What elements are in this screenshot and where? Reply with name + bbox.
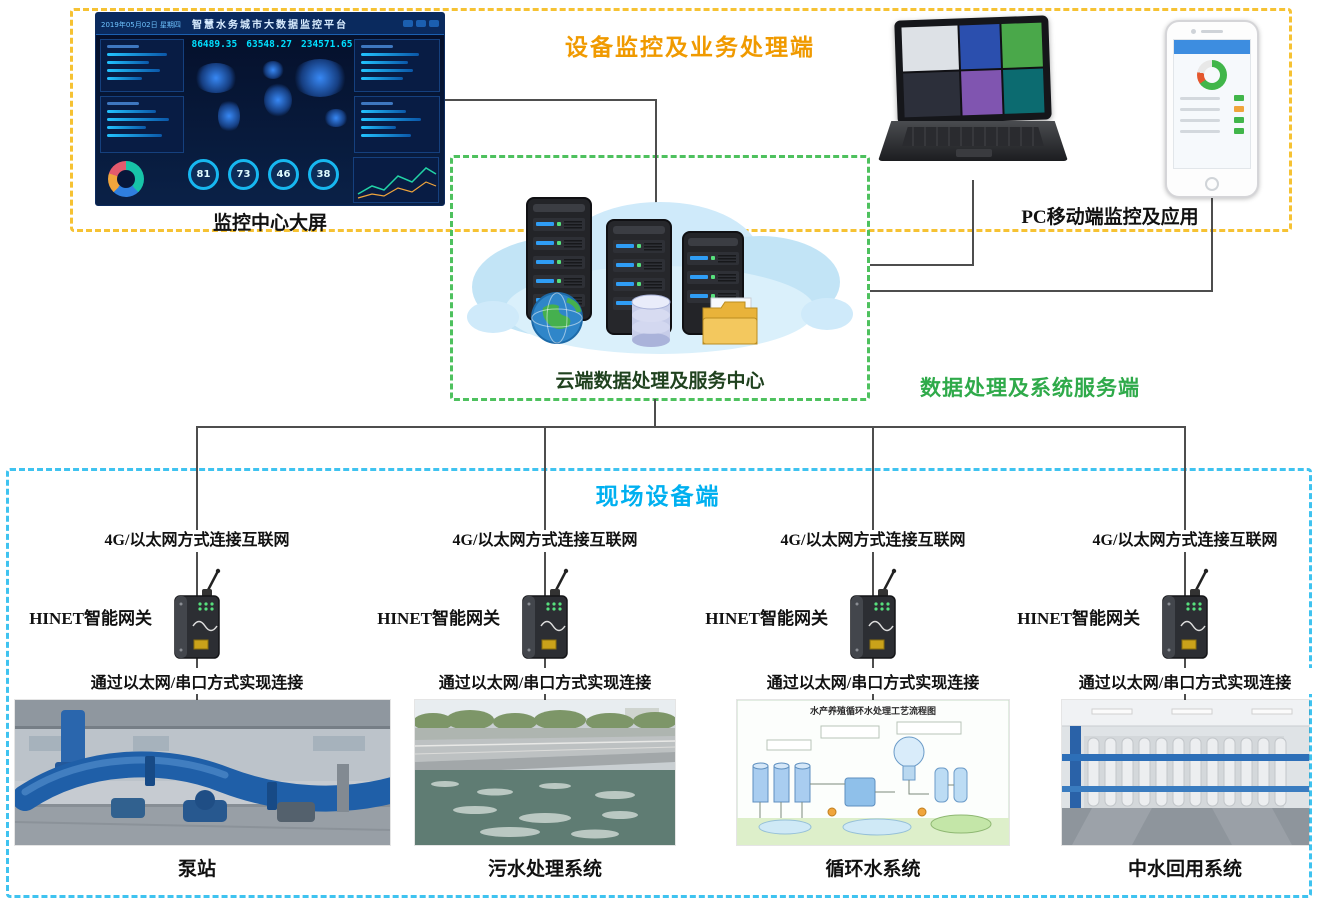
circulating-water-diagram-photo: 水产养殖循环水处理工艺流程图: [737, 700, 1009, 845]
gateway-label-1: HINET智能网关: [29, 609, 152, 628]
water-reuse-photo: [1062, 700, 1309, 845]
monitoring-dashboard: 2019年05月02日 星期四 智慧水务城市大数据监控平台 86489.35 6…: [95, 12, 445, 206]
connector-laptop-v: [972, 180, 974, 266]
kpi-value: 63548.27: [246, 39, 293, 50]
gateway-device: [174, 568, 221, 659]
dashboard-right-panel-2: [354, 96, 440, 153]
connector-bus-h: [196, 426, 1186, 428]
donut-chart: [108, 161, 144, 197]
field-zone-title: 现场设备端: [595, 484, 721, 509]
cloud-server-illustration: [467, 197, 853, 354]
phone-speaker: [1201, 30, 1223, 33]
dashboard-label: 监控中心大屏: [212, 213, 327, 234]
dashboard-menu-icon: [403, 20, 439, 27]
dashboard-title: 智慧水务城市大数据监控平台: [192, 20, 348, 31]
gateway-label-2: HINET智能网关: [377, 609, 500, 628]
smartphone: [1165, 20, 1259, 198]
dashboard-left-panel-1: [100, 39, 184, 92]
dashboard-left-panel-2: [100, 96, 184, 153]
diagram-title-text: 水产养殖循环水处理工艺流程图: [810, 705, 936, 716]
kpi-value: 234571.65: [301, 39, 353, 50]
gauge-circle: 81: [188, 159, 219, 190]
serial-link-label-3: 通过以太网/串口方式实现连接: [738, 668, 1008, 694]
laptop-keyboard: [902, 127, 1044, 146]
serial-link-label-1: 通过以太网/串口方式实现连接: [62, 668, 332, 694]
gauge-circle: 73: [228, 159, 259, 190]
dashboard-kpis: 86489.35 63548.27 234571.65: [186, 39, 358, 50]
trend-line-chart: [353, 157, 439, 203]
connector-col4-v: [1184, 426, 1186, 702]
laptop-screen-content: [901, 22, 1045, 118]
internet-link-label-4: 4G/以太网方式连接互联网: [1090, 530, 1280, 552]
internet-link-label-3: 4G/以太网方式连接互联网: [778, 530, 968, 552]
dashboard-header: 2019年05月02日 星期四 智慧水务城市大数据监控平台: [96, 13, 444, 35]
database-icon: [631, 294, 671, 347]
phone-camera-dot: [1191, 29, 1196, 34]
globe-icon: [531, 292, 583, 344]
gateway-device: [850, 568, 897, 659]
connector-laptop-h: [870, 264, 974, 266]
internet-link-label-2: 4G/以太网方式连接互联网: [450, 530, 640, 552]
connector-dashboard-h: [445, 99, 657, 101]
top-zone-title: 设备监控及业务处理端: [565, 35, 815, 60]
connector-col2-v: [544, 426, 546, 702]
phone-home-button: [1205, 177, 1219, 191]
connector-cloud-bus-v: [654, 399, 656, 428]
serial-link-label-4: 通过以太网/串口方式实现连接: [1050, 668, 1318, 694]
phone-gauge-chart: [1197, 60, 1227, 90]
connector-dashboard-cloud-v: [655, 99, 657, 219]
sewage-treatment-photo: [415, 700, 675, 845]
laptop-screen: [894, 15, 1052, 125]
phone-app-header: [1174, 40, 1250, 54]
pc-mobile-label: PC移动端监控及应用: [1021, 207, 1199, 228]
laptop-touchpad: [956, 149, 992, 157]
connector-phone-h: [870, 290, 1213, 292]
gauge-circle: 38: [308, 159, 339, 190]
system-label-1: 泵站: [177, 859, 216, 880]
gauge-circle: 46: [268, 159, 299, 190]
internet-link-label-1: 4G/以太网方式连接互联网: [102, 530, 292, 552]
phone-screen: [1173, 39, 1251, 169]
folder-icon: [702, 297, 758, 345]
dashboard-right-panel-1: [354, 39, 440, 92]
connector-phone-v: [1211, 196, 1213, 292]
world-map: [188, 57, 356, 153]
cloud-side-label: 数据处理及系统服务端: [920, 376, 1140, 400]
gateway-device: [1162, 568, 1209, 659]
serial-link-label-2: 通过以太网/串口方式实现连接: [410, 668, 680, 694]
kpi-value: 86489.35: [191, 39, 238, 50]
gateway-label-3: HINET智能网关: [705, 609, 828, 628]
cloud-caption: 云端数据处理及服务中心: [555, 371, 765, 392]
gateway-device: [522, 568, 569, 659]
gateway-label-4: HINET智能网关: [1017, 609, 1140, 628]
system-label-4: 中水回用系统: [1127, 859, 1242, 880]
connector-col3-v: [872, 426, 874, 702]
system-label-2: 污水处理系统: [487, 859, 602, 880]
connector-col1-v: [196, 426, 198, 702]
laptop: [878, 15, 1068, 183]
dashboard-date: 2019年05月02日 星期四: [101, 21, 181, 29]
gauge-row: 81 73 46 38: [188, 159, 339, 190]
pump-station-photo: [15, 700, 390, 845]
system-label-3: 循环水系统: [825, 859, 921, 880]
